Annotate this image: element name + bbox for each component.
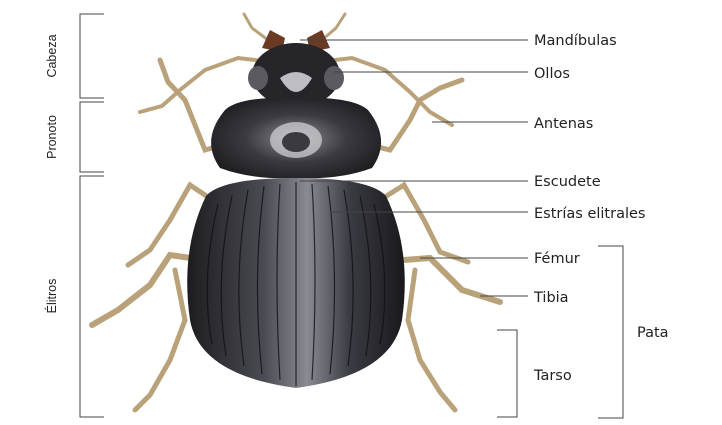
label-antennae: Antenas — [534, 116, 593, 132]
label-mandibles: Mandíbulas — [534, 33, 617, 49]
label-elytral-striae: Estrías elitrales — [534, 206, 645, 222]
region-label-head: Cabeza — [45, 34, 59, 77]
label-scutellum: Escudete — [534, 174, 601, 190]
label-leg: Pata — [637, 325, 669, 341]
label-eyes: Ollos — [534, 66, 570, 82]
label-femur: Fémur — [534, 251, 580, 267]
region-bracket-head — [80, 14, 104, 98]
label-tibia: Tibia — [533, 290, 569, 306]
tarsus-bracket — [497, 330, 517, 417]
region-label-elytra: Élitros — [44, 279, 59, 314]
region-bracket-pronotum — [80, 102, 104, 172]
beetle-eye-left — [248, 66, 268, 90]
label-tarsus: Tarso — [533, 368, 572, 384]
region-bracket-elytra — [80, 176, 104, 417]
leg-bracket — [598, 246, 623, 418]
beetle-eye-right — [324, 66, 344, 90]
region-label-pronotum: Pronoto — [45, 115, 59, 159]
